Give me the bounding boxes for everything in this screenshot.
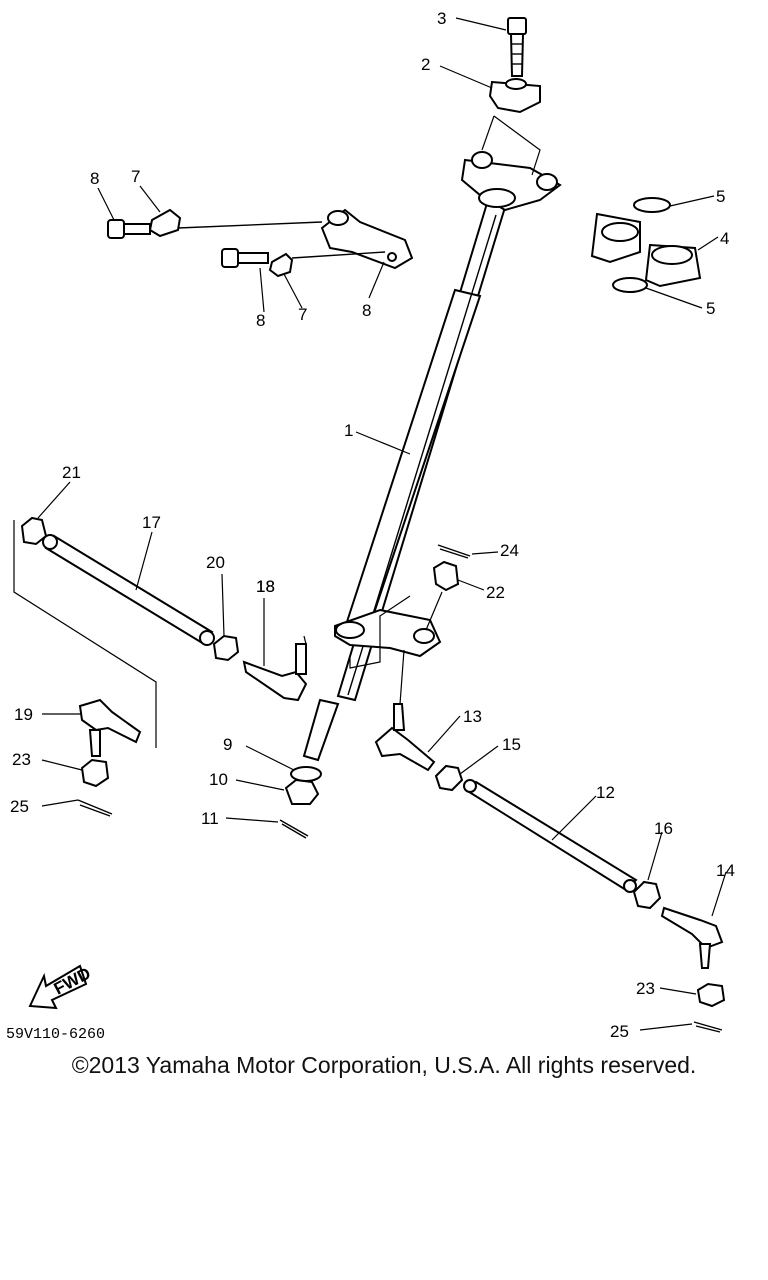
part-label: 17 bbox=[142, 513, 161, 532]
part-label: 20 bbox=[206, 553, 225, 572]
part-label: 8 bbox=[256, 311, 265, 330]
part-label: 8 bbox=[90, 169, 99, 188]
shaft-top-bracket[interactable] bbox=[460, 151, 562, 212]
part-label: 23 bbox=[12, 750, 31, 769]
part-label: 13 bbox=[463, 707, 482, 726]
nut-15[interactable] bbox=[434, 764, 464, 792]
part-label: 5 bbox=[706, 299, 715, 318]
part-label: 14 bbox=[716, 861, 735, 880]
cotter-pin-shaft[interactable] bbox=[279, 819, 309, 839]
part-label: 4 bbox=[720, 229, 729, 248]
part-label: 11 bbox=[201, 809, 219, 828]
arm-bolt[interactable] bbox=[107, 219, 269, 268]
copyright-notice: ©2013 Yamaha Motor Corporation, U.S.A. A… bbox=[71, 1052, 697, 1078]
part-label: 7 bbox=[298, 305, 307, 324]
castle-nut[interactable] bbox=[80, 758, 726, 1008]
part-label: 1 bbox=[344, 421, 353, 440]
part-label: 3 bbox=[437, 9, 446, 28]
tie-rod-right[interactable] bbox=[463, 779, 638, 893]
steering-diagram: FWD 3 2 5 4 5 8 7 8 7 8 1 21 17 20 18 19… bbox=[6, 9, 735, 1043]
leader-lines bbox=[37, 17, 727, 1031]
nut-21[interactable] bbox=[20, 516, 48, 546]
fwd-label: FWD bbox=[51, 964, 94, 999]
part-label: 9 bbox=[223, 735, 232, 754]
rod-end-18[interactable] bbox=[242, 643, 308, 702]
part-label: 19 bbox=[14, 705, 33, 724]
figure-code: 59V110-6260 bbox=[6, 1026, 105, 1043]
shaft-nut[interactable] bbox=[284, 778, 320, 805]
steering-shaft[interactable] bbox=[302, 198, 508, 762]
pitman-arm[interactable] bbox=[320, 208, 414, 270]
nut-22[interactable] bbox=[432, 560, 460, 592]
fwd-arrow-icon: FWD bbox=[28, 964, 94, 1010]
nut-16[interactable] bbox=[632, 880, 662, 910]
part-label: 22 bbox=[486, 583, 505, 602]
cotter-pin[interactable] bbox=[77, 544, 723, 1033]
shaft-washer[interactable] bbox=[612, 197, 671, 293]
part-label: 21 bbox=[62, 463, 81, 482]
part-label: 15 bbox=[502, 735, 521, 754]
shaft-washer-lower[interactable] bbox=[290, 766, 322, 782]
part-label: 24 bbox=[500, 541, 519, 560]
shaft-lower-bracket[interactable] bbox=[334, 608, 442, 658]
part-label: 7 bbox=[131, 167, 140, 186]
part-label-18: 18 bbox=[256, 577, 275, 596]
part-label: 25 bbox=[10, 797, 29, 816]
part-label: 2 bbox=[421, 55, 430, 74]
shaft-bushing[interactable] bbox=[590, 212, 702, 288]
part-label: 12 bbox=[596, 783, 615, 802]
locking-plate[interactable] bbox=[148, 208, 294, 278]
part-labels: 3 2 5 4 5 8 7 8 7 8 1 21 17 20 18 19 23 … bbox=[10, 9, 735, 1041]
part-label: 25 bbox=[610, 1022, 629, 1041]
nut-20[interactable] bbox=[212, 634, 240, 662]
part-label: 10 bbox=[209, 770, 228, 789]
holder-bolt[interactable] bbox=[507, 17, 527, 77]
tie-rod-left[interactable] bbox=[42, 534, 215, 646]
rod-end-13[interactable] bbox=[374, 703, 436, 772]
part-label: 18 bbox=[256, 577, 275, 596]
part-label: 16 bbox=[654, 819, 673, 838]
part-label: 8 bbox=[362, 301, 371, 320]
part-label: 23 bbox=[636, 979, 655, 998]
rod-end-19[interactable] bbox=[78, 698, 142, 757]
rod-end-14[interactable] bbox=[660, 906, 724, 969]
part-label: 5 bbox=[716, 187, 725, 206]
shaft-holder[interactable] bbox=[488, 78, 541, 114]
